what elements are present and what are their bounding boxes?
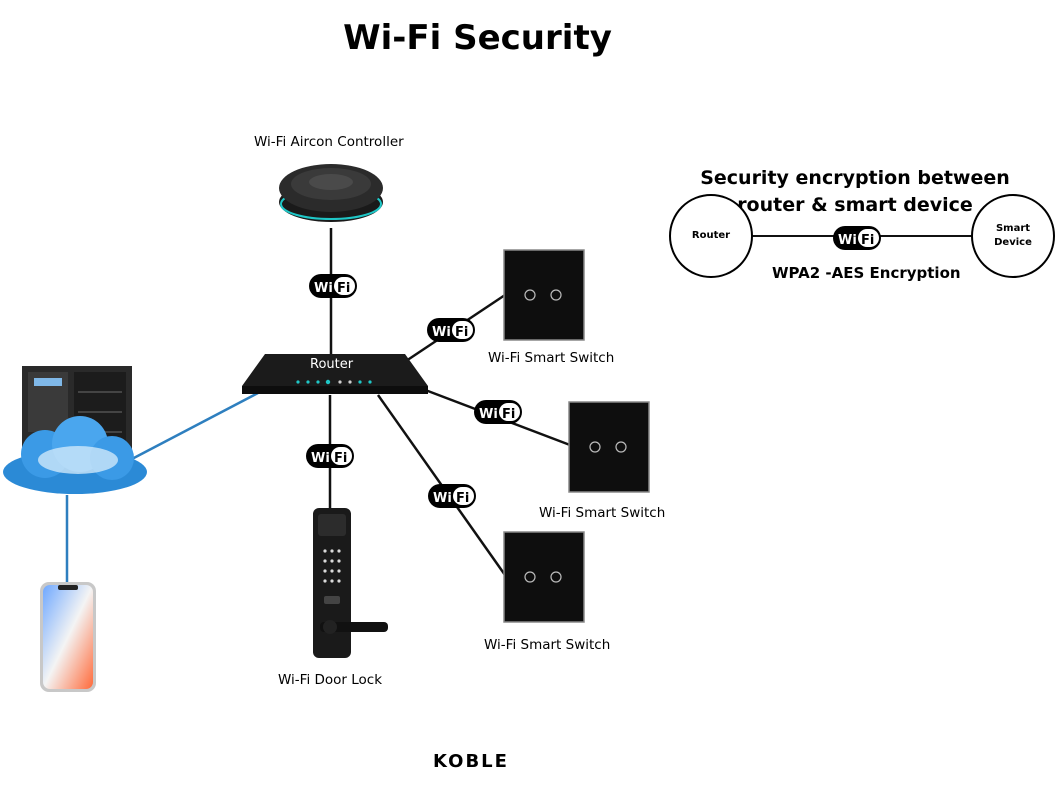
security-heading: Security encryption between router & sma… bbox=[700, 165, 1010, 219]
security-router-node bbox=[669, 194, 753, 278]
wifi-text-left: Wi bbox=[838, 233, 857, 248]
server-cloud-image bbox=[3, 366, 147, 494]
wifi-text-right: Fi bbox=[456, 491, 469, 506]
security-heading-line1: Security encryption between bbox=[700, 167, 1010, 189]
smart-switch-2-image bbox=[568, 401, 650, 493]
line-router-cloud bbox=[129, 391, 259, 462]
wifi-logo-icon: Wi Fi bbox=[309, 274, 357, 298]
cloud-icon bbox=[3, 416, 147, 494]
wifi-logo-icon: Wi Fi bbox=[428, 484, 476, 508]
security-heading-line2: router & smart device bbox=[737, 194, 973, 216]
door-lock-label: Wi-Fi Door Lock bbox=[278, 672, 383, 688]
brand-logo: KOBLE bbox=[433, 751, 509, 772]
router-image bbox=[242, 354, 428, 394]
wifi-badge-aircon: Wi Fi bbox=[308, 272, 360, 305]
wifi-logo-icon: Wi Fi bbox=[427, 318, 475, 342]
wifi-text-right: Fi bbox=[337, 281, 350, 296]
wifi-logo-icon: Wi Fi bbox=[306, 444, 354, 468]
security-router-label: Router bbox=[691, 230, 731, 241]
door-lock-image bbox=[313, 508, 388, 658]
wifi-text-left: Wi bbox=[433, 491, 452, 506]
wifi-badge-switch3: Wi Fi bbox=[427, 482, 479, 515]
wifi-text-left: Wi bbox=[432, 325, 451, 340]
smart-switch-3-label: Wi-Fi Smart Switch bbox=[484, 637, 611, 653]
security-device-label-line1: Smart bbox=[995, 223, 1031, 234]
smart-switch-3-image bbox=[503, 531, 585, 623]
security-device-label-line2: Device bbox=[994, 237, 1032, 248]
router-label: Router bbox=[310, 357, 354, 372]
wifi-text-left: Wi bbox=[314, 281, 333, 296]
aircon-controller-image bbox=[279, 164, 383, 222]
wifi-badge-doorlock: Wi Fi bbox=[305, 442, 357, 475]
smart-switch-1-image bbox=[503, 249, 585, 341]
wifi-text-right: Fi bbox=[455, 325, 468, 340]
security-device-node bbox=[971, 194, 1055, 278]
wifi-badge-security: Wi Fi bbox=[832, 224, 884, 257]
smartphone-image bbox=[40, 582, 96, 692]
wifi-logo-icon: Wi Fi bbox=[474, 400, 522, 424]
wifi-text-left: Wi bbox=[311, 451, 330, 466]
wifi-badge-switch1: Wi Fi bbox=[426, 316, 478, 349]
wifi-text-left: Wi bbox=[479, 407, 498, 422]
wifi-text-right: Fi bbox=[334, 451, 347, 466]
wifi-text-right: Fi bbox=[861, 233, 874, 248]
aircon-controller-label: Wi-Fi Aircon Controller bbox=[254, 134, 404, 150]
smart-switch-1-label: Wi-Fi Smart Switch bbox=[488, 350, 615, 366]
wifi-text-right: Fi bbox=[502, 407, 515, 422]
wifi-logo-icon: Wi Fi bbox=[833, 226, 881, 250]
encryption-label: WPA2 -AES Encryption bbox=[772, 264, 961, 282]
security-device-label: Smart Device bbox=[970, 222, 1055, 250]
smart-switch-2-label: Wi-Fi Smart Switch bbox=[539, 505, 666, 521]
wifi-badge-switch2: Wi Fi bbox=[473, 398, 525, 431]
page-title: Wi-Fi Security bbox=[343, 18, 612, 58]
